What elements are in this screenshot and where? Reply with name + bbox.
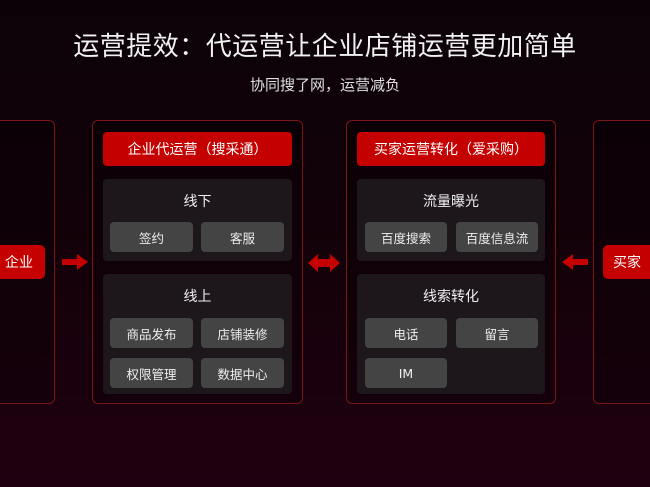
chip-baidu-search[interactable]: 百度搜索 [365, 222, 447, 252]
lead-conversion-title: 线索转化 [423, 289, 479, 305]
buyer-conversion-panel: 买家运营转化（爱采购） 流量曝光 百度搜索 百度信息流 线索转化 电话 留言 I… [346, 120, 556, 404]
chip-baidu-feed[interactable]: 百度信息流 [456, 222, 538, 252]
chip-customer-service[interactable]: 客服 [201, 222, 284, 252]
page-title: 运营提效：代运营让企业店铺运营更加简单 [73, 32, 577, 62]
online-group: 线上 商品发布 店铺装修 权限管理 数据中心 [103, 274, 292, 394]
agency-operation-header[interactable]: 企业代运营（搜采通） [103, 132, 292, 166]
online-group-title: 线上 [183, 289, 212, 305]
agency-operation-panel: 企业代运营（搜采通） 线下 签约 客服 线上 商品发布 店铺装修 权限管理 数据… [92, 120, 303, 404]
offline-group-title: 线下 [183, 194, 212, 210]
chip-product-publish[interactable]: 商品发布 [110, 318, 193, 348]
offline-group: 线下 签约 客服 [103, 179, 292, 261]
arrow-left-icon [562, 254, 588, 270]
traffic-exposure-group: 流量曝光 百度搜索 百度信息流 [357, 179, 545, 261]
enterprise-node[interactable]: 企业 [0, 245, 45, 279]
chip-data-center[interactable]: 数据中心 [201, 358, 284, 388]
buyer-conversion-header[interactable]: 买家运营转化（爱采购） [357, 132, 545, 166]
lead-conversion-group: 线索转化 电话 留言 IM [357, 274, 545, 394]
chip-sign-contract[interactable]: 签约 [110, 222, 193, 252]
arrow-both-icon [308, 254, 340, 272]
buyer-node[interactable]: 买家 [603, 245, 650, 279]
buyer-conversion-title: 买家运营转化（爱采购） [374, 142, 528, 158]
buyer-label: 买家 [613, 255, 641, 271]
chip-message[interactable]: 留言 [456, 318, 538, 348]
chip-permission-management[interactable]: 权限管理 [110, 358, 193, 388]
enterprise-label: 企业 [5, 255, 33, 271]
arrow-right-icon [62, 254, 88, 270]
chip-phone[interactable]: 电话 [365, 318, 447, 348]
page-subtitle: 协同搜了网，运营减负 [249, 76, 400, 94]
chip-store-decoration[interactable]: 店铺装修 [201, 318, 284, 348]
agency-operation-title: 企业代运营（搜采通） [127, 142, 268, 158]
traffic-exposure-title: 流量曝光 [423, 194, 479, 210]
chip-im[interactable]: IM [365, 358, 447, 388]
